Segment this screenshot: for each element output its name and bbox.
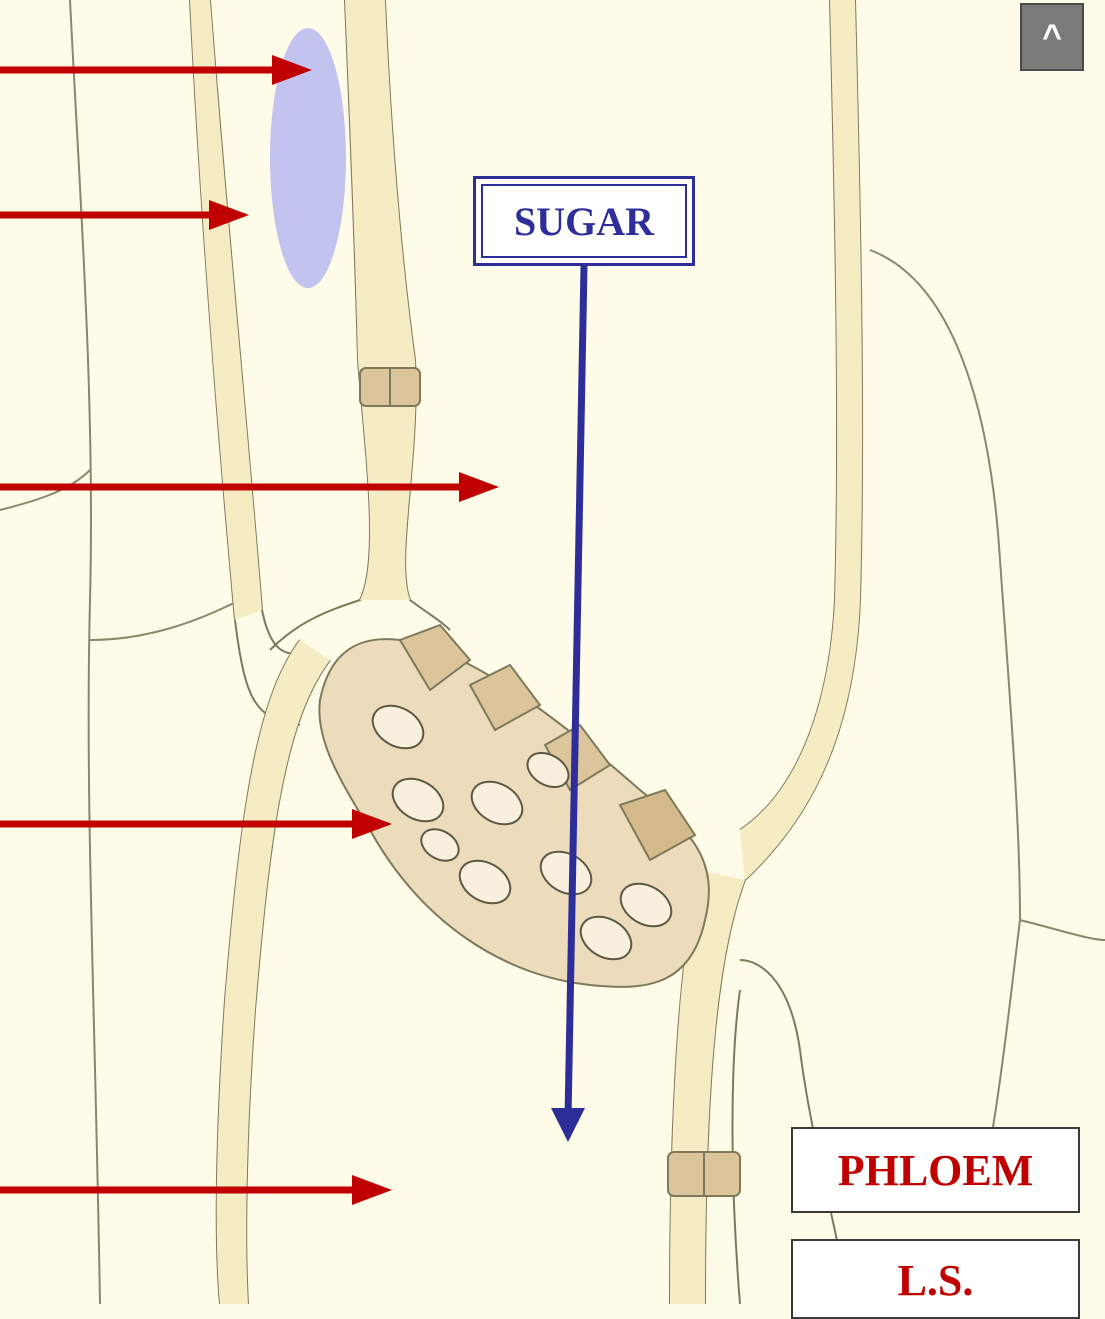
up-button[interactable]: ^	[1020, 3, 1084, 71]
section-label: L.S.	[791, 1239, 1080, 1319]
phloem-label: PHLOEM	[791, 1127, 1080, 1213]
caret-up-icon: ^	[1042, 18, 1062, 57]
sugar-label: SUGAR	[473, 176, 695, 266]
sugar-label-text: SUGAR	[481, 184, 687, 258]
